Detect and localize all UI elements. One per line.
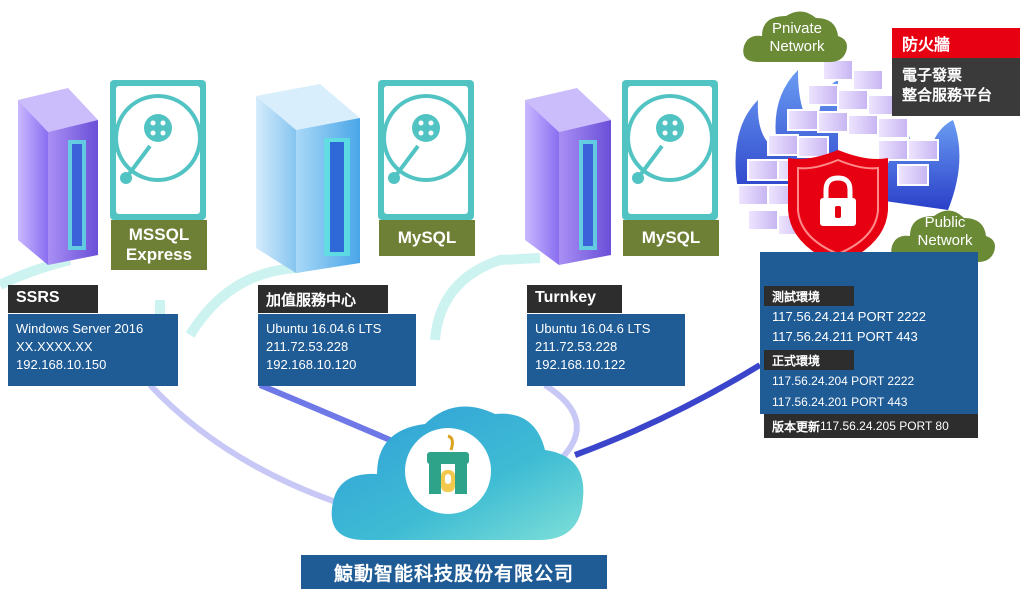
test-env-label-text: 測試環境 [772,290,821,304]
server-name-turnkey: Turnkey [527,285,622,313]
public-network-line: Public [924,214,966,231]
server-public-ip: 211.72.53.228 [535,339,618,354]
server-private-ip: 192.168.10.122 [535,357,626,372]
firewall-title-text: 防火牆 [902,37,951,54]
company-name-label: 鯨動智能科技股份有限公司 [301,555,607,589]
server-os: Windows Server 2016 [16,321,144,336]
prod-env-label: 正式環境 [764,350,854,370]
public-network-cloud-icon [891,210,995,262]
prod-env-label-text: 正式環境 [772,354,821,368]
firewall-subtitle-line: 整合服務平台 [902,87,993,104]
hard-drive-icon [622,80,718,220]
server-info-turnkey: Ubuntu 16.04.6 LTS 211.72.53.228 192.168… [527,314,685,386]
db-label-text: MySQL [641,228,701,247]
server-name-ssrs: SSRS [8,285,98,313]
version-update-label: 版本更新 [772,419,821,434]
server-private-ip: 192.168.10.120 [266,357,357,372]
public-network-line: Network [917,232,973,249]
firewall-info-panel [760,252,978,414]
db-label-line: Express [125,245,193,264]
prod-env-line: 117.56.24.204 PORT 2222 [772,374,915,388]
server-os: Ubuntu 16.04.6 LTS [266,321,382,336]
private-network-line: Network [769,38,825,55]
server-name-text: 加值服務中心 [266,292,357,309]
server-os: Ubuntu 16.04.6 LTS [535,321,651,336]
version-update-row: 版本更新 117.56.24.205 PORT 80 [764,414,978,438]
hard-drive-icon [110,80,206,220]
prod-env-lines: 117.56.24.204 PORT 2222 117.56.24.201 PO… [772,371,914,413]
server-public-ip: 211.72.53.228 [266,339,349,354]
server-info-value-center: Ubuntu 16.04.6 LTS 211.72.53.228 192.168… [258,314,416,386]
server-info-ssrs: Windows Server 2016 XX.XXXX.XX 192.168.1… [8,314,178,386]
db-label-mysql-2: MySQL [623,220,719,256]
private-network-cloud-icon [743,11,847,63]
test-env-line: 117.56.24.211 PORT 443 [772,329,918,344]
firewall-icon [735,59,960,265]
lock-shield-icon [820,175,856,226]
test-env-line: 117.56.24.214 PORT 2222 [772,309,926,324]
company-name-text: 鯨動智能科技股份有限公司 [333,563,574,585]
test-env-label: 測試環境 [764,286,854,306]
private-network-line: Pnivate [771,20,823,37]
server-icon [18,88,98,265]
server-public-ip: XX.XXXX.XX [16,339,93,354]
server-name-text: SSRS [16,289,60,306]
public-network-label: Public Network [896,214,994,250]
firewall-title: 防火牆 [892,28,1020,58]
db-label-text: MySQL [397,228,457,247]
test-env-lines: 117.56.24.214 PORT 2222 117.56.24.211 PO… [772,307,926,347]
server-icon [256,84,360,273]
server-icon [525,88,611,265]
company-logo-icon [405,428,491,514]
prod-env-line: 117.56.24.201 PORT 443 [772,395,908,409]
server-name-text: Turnkey [535,289,597,306]
db-label-line: MSSQL [128,225,190,244]
server-name-value-center: 加值服務中心 [258,285,388,313]
firewall-subtitle-line: 電子發票 [902,67,963,84]
version-update-value: 117.56.24.205 PORT 80 [820,419,949,433]
hard-drive-icon [378,80,474,220]
private-network-label: Pnivate Network [748,20,846,56]
db-label-mysql-1: MySQL [379,220,475,256]
firewall-subtitle: 電子發票 整合服務平台 [892,58,1020,116]
db-label-mssql: MSSQL Express [111,220,207,270]
server-private-ip: 192.168.10.150 [16,357,107,372]
